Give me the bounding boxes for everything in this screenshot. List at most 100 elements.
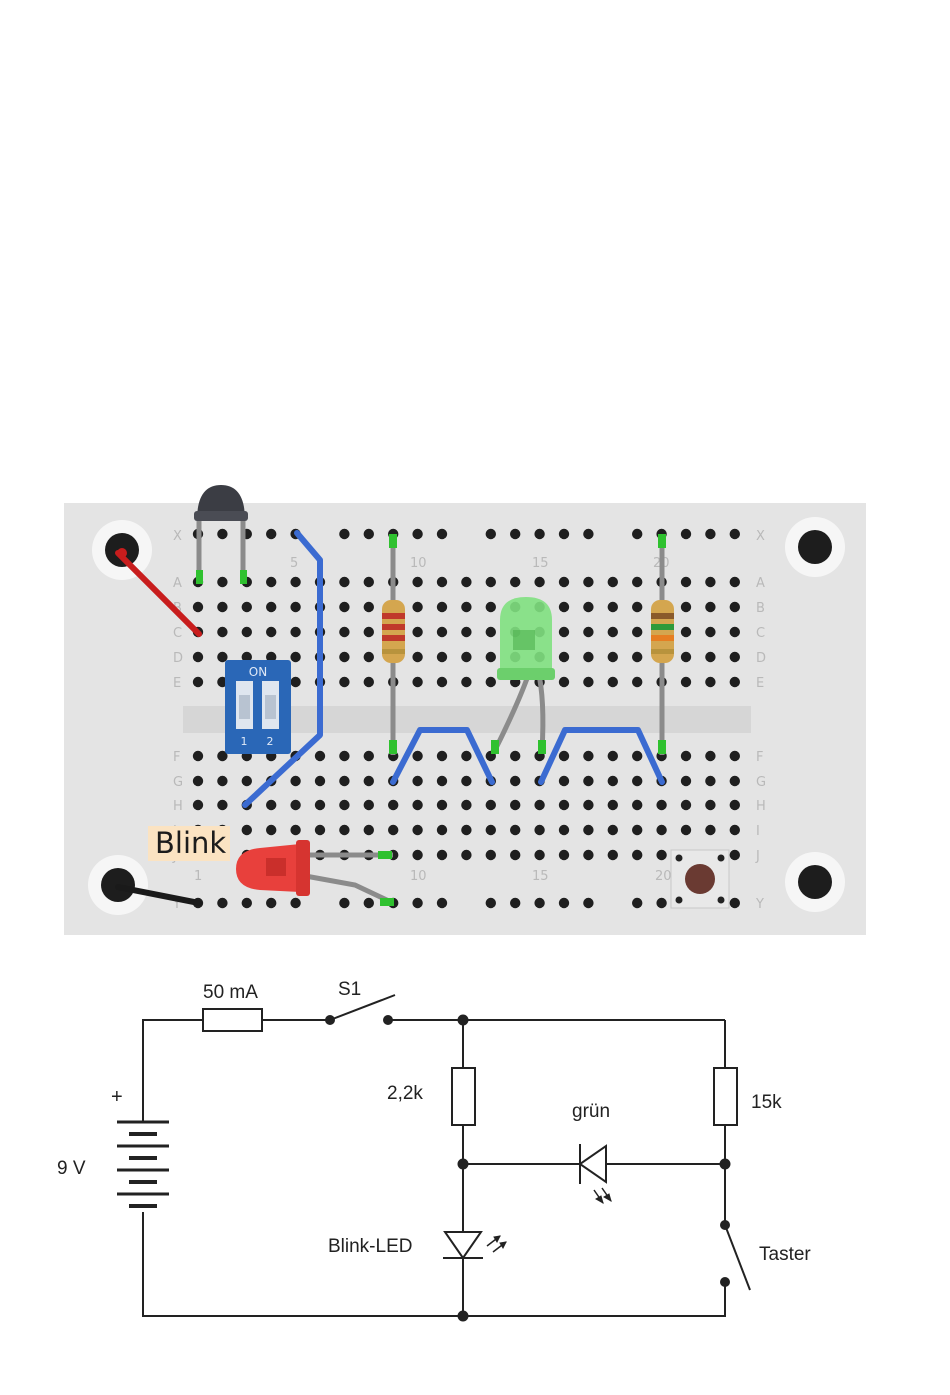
row-letter: A [173,576,182,591]
breadboard-hole [242,602,252,612]
battery-voltage-label: 9 V [57,1158,86,1179]
breadboard-hole [217,577,227,587]
breadboard-hole [656,850,666,860]
breadboard-hole [486,800,496,810]
dip-toggle-2[interactable] [265,695,276,719]
column-number: 5 [290,556,298,571]
breadboard-hole [339,677,349,687]
breadboard-hole [534,825,544,835]
breadboard-hole [705,800,715,810]
breadboard-hole [266,577,276,587]
breadboard-hole [339,776,349,786]
row-letter: E [173,676,181,691]
junction-dot [459,1312,468,1321]
led-ray-head [604,1194,611,1201]
resistor-band [651,649,674,654]
breadboard-hole [412,850,422,860]
breadboard-hole [705,677,715,687]
column-number: 15 [532,556,549,571]
breadboard-hole [510,776,520,786]
breadboard-hole [730,577,740,587]
breadboard-hole [486,825,496,835]
rail-hole [632,898,642,908]
breadboard-hole [412,776,422,786]
breadboard-hole [266,602,276,612]
push-button[interactable] [671,850,729,908]
breadboard-hole [608,850,618,860]
resistor-band [382,613,405,619]
breadboard-hole [705,577,715,587]
row-letter: G [756,775,766,790]
rail-hole [534,898,544,908]
rail-hole [656,898,666,908]
wire-top-left [143,1020,203,1095]
breadboard-hole [290,577,300,587]
breadboard-hole [486,602,496,612]
breadboard-hole [681,825,691,835]
breadboard-hole [486,850,496,860]
button-pin [676,897,683,904]
breadboard-hole [339,627,349,637]
breadboard-hole [412,825,422,835]
lead-contact [380,898,394,906]
resistor-2k2-label: 2,2k [387,1083,423,1104]
breadboard-hole [730,825,740,835]
row-letter: C [756,626,765,641]
rail-hole [583,529,593,539]
breadboard-hole [339,800,349,810]
breadboard-hole [583,800,593,810]
lead-contact [658,740,666,754]
breadboard-hole [681,800,691,810]
rail-hole [242,898,252,908]
junction-dot [459,1160,468,1169]
breadboard-hole [412,602,422,612]
led-ray-head [494,1236,500,1242]
breadboard-hole [730,776,740,786]
column-number: 10 [410,556,427,571]
breadboard-hole [339,602,349,612]
breadboard-hole [437,602,447,612]
rail-hole [339,529,349,539]
breadboard-hole [705,751,715,761]
dip-toggle-1[interactable] [239,695,250,719]
blink-led-label: Blink-LED [328,1236,412,1257]
column-number: 10 [410,869,427,884]
row-letter: D [173,651,183,666]
led-triangle [445,1232,481,1258]
breadboard-hole [412,751,422,761]
rail-hole [437,529,447,539]
breadboard-hole [437,751,447,761]
breadboard-hole [632,751,642,761]
dip-switch-on-label: ON [249,665,267,679]
breadboard-hole [510,751,520,761]
led-ray-head [500,1242,506,1248]
row-letter: E [756,676,764,691]
breadboard-hole [388,825,398,835]
breadboard-hole [412,577,422,587]
led-ray-head [596,1196,603,1203]
breadboard-hole [559,800,569,810]
row-letter: B [756,601,765,616]
breadboard-hole [437,652,447,662]
breadboard-hole [339,751,349,761]
rail-hole [339,898,349,908]
junction-dot [721,1160,730,1169]
breadboard-hole [730,602,740,612]
breadboard-hole [608,652,618,662]
breadboard-hole [461,776,471,786]
led-rim [296,840,310,896]
breadboard-hole [705,825,715,835]
rail-hole [290,898,300,908]
breadboard-hole [339,652,349,662]
breadboard-hole [290,776,300,786]
breadboard-hole [290,677,300,687]
breadboard-hole [632,850,642,860]
red-wire-end [117,548,127,558]
breadboard-hole [461,751,471,761]
button-cap[interactable] [685,864,715,894]
resistor-band [651,613,674,619]
breadboard-hole [608,577,618,587]
breadboard-hole [705,627,715,637]
breadboard-hole [608,800,618,810]
breadboard-hole [656,825,666,835]
